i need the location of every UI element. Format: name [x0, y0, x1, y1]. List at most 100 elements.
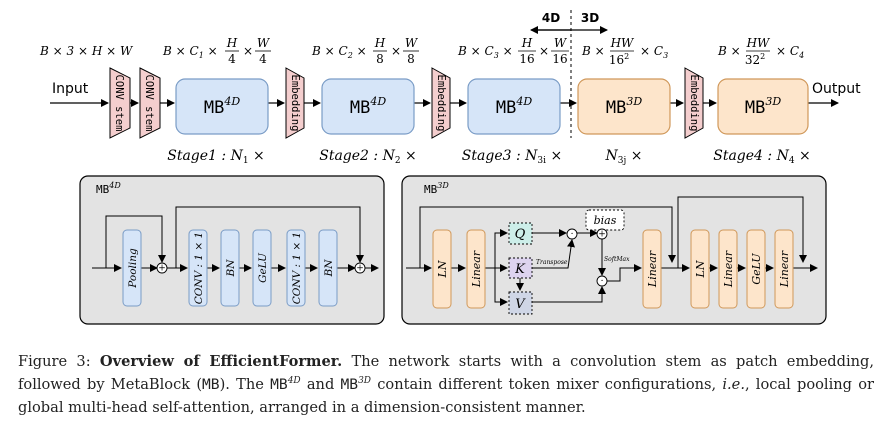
- mb-sup: 3D: [626, 95, 642, 108]
- k-label: K: [514, 262, 526, 277]
- input-label: Input: [52, 81, 89, 97]
- caption-ie: i.e.: [722, 376, 745, 393]
- caption-text-3: and: [300, 376, 341, 393]
- block-3d-label: LN: [436, 260, 449, 278]
- svg-text:B ×: B ×: [717, 44, 741, 58]
- mb-sup: 3D: [765, 95, 781, 108]
- block-3d-ln1: LN: [432, 229, 452, 309]
- svg-text:·: ·: [601, 277, 604, 287]
- shape-prefix: B × C: [162, 44, 199, 58]
- caption-mb: MB: [202, 376, 220, 393]
- block-3d-label: Linear: [646, 250, 659, 288]
- shape-hd: 4: [228, 52, 236, 66]
- output-label: Output: [812, 81, 861, 97]
- shape-w: W: [257, 36, 271, 50]
- shape-3d-c: 3: [663, 51, 668, 60]
- mb4d-block-stage2: MB4D: [321, 78, 415, 135]
- shape-c-sub: 1: [199, 51, 204, 60]
- shape-stage3-3d: B × HW 162 × C3: [581, 36, 668, 67]
- block-4d-label: BN: [225, 259, 237, 278]
- block-4d-label: CONV : 1 × 1: [193, 232, 205, 304]
- mb-label: MB: [496, 98, 516, 118]
- caption-text-2: ). The: [219, 376, 271, 393]
- caption-title: Overview of EfficientFormer.: [99, 353, 343, 370]
- shape-wd: 4: [259, 52, 267, 66]
- embedding-2: Embedding: [431, 67, 451, 139]
- block-4d-label: CONV : 1 × 1: [291, 232, 303, 304]
- transpose-label: Transpose: [536, 259, 568, 266]
- q-box: Q: [508, 222, 533, 245]
- block-3d-ln2: LN: [690, 229, 710, 309]
- svg-text:MB4D: MB4D: [496, 95, 532, 118]
- conv-stem-label-2: CONV stem: [143, 75, 155, 132]
- block-3d-label: Linear: [722, 250, 735, 288]
- conv-stem-2: CONV stem: [139, 67, 161, 139]
- stage-label-1: Stage1 : N1 ×: [167, 148, 265, 166]
- block-3d-linear2: Linear: [642, 229, 662, 309]
- svg-text:×: ×: [539, 44, 549, 58]
- block-3d-label: Linear: [470, 250, 483, 288]
- svg-text:× C3: × C3: [640, 44, 668, 60]
- softmax-label: SoftMax: [604, 256, 630, 263]
- svg-text:MB3D: MB3D: [424, 181, 449, 196]
- mb-sup: 4D: [223, 95, 240, 108]
- svg-text:×: ×: [243, 44, 253, 58]
- svg-text:× C4: × C4: [776, 44, 804, 60]
- shape-h: H: [374, 36, 386, 50]
- shape-prefix: B × C: [457, 44, 494, 58]
- stage-label-3: Stage3 : N3i ×: [462, 148, 562, 166]
- mb-sup: 4D: [515, 95, 532, 108]
- block-3d-label: Linear: [778, 250, 791, 288]
- caption-prefix: Figure 3:: [18, 353, 100, 370]
- block-4d-label: GeLU: [257, 252, 269, 283]
- svg-text:MB4D: MB4D: [204, 95, 240, 118]
- shape-w: W: [405, 36, 419, 50]
- block-4d-label: BN: [323, 259, 335, 278]
- shape-stage2: B × C2 × H 8 × W 8: [311, 36, 419, 66]
- embedding-label-2: Embedding: [435, 75, 447, 132]
- mb4d-block-stage1: MB4D: [175, 78, 269, 135]
- shape-c-sub: 3: [494, 51, 499, 60]
- svg-text:MB3D: MB3D: [606, 95, 642, 118]
- shape-3d-den-sup: 2: [624, 52, 629, 61]
- shape-hd: 16: [519, 52, 534, 66]
- svg-text:+: +: [158, 264, 166, 274]
- mb3d-block-stage3: MB3D: [577, 78, 671, 135]
- q-label: Q: [515, 227, 526, 242]
- block-3d-label: GeLU: [750, 253, 763, 285]
- label-4d: 4D: [542, 11, 560, 25]
- shape-wd: 16: [552, 52, 567, 66]
- block-4d-bn1: BN: [220, 229, 240, 307]
- svg-text:MB4D: MB4D: [350, 95, 386, 118]
- panel-mb3d: MB3D: [401, 175, 827, 325]
- shape-h: H: [521, 36, 533, 50]
- caption-text-4: contain different token mixer configurat…: [371, 376, 723, 393]
- shape-h: H: [226, 36, 238, 50]
- panel-4d-title-sup: 4D: [108, 181, 121, 190]
- block-3d-gelu: GeLU: [746, 229, 766, 309]
- svg-text:162: 162: [609, 52, 629, 67]
- block-3d-linear4: Linear: [774, 229, 794, 309]
- shape-w: W: [554, 36, 568, 50]
- svg-text:·: ·: [571, 230, 574, 240]
- block-3d-label: LN: [694, 260, 707, 278]
- v-box: V: [508, 291, 533, 315]
- mb-label: MB: [350, 98, 370, 118]
- panel-3d-title-sup: 3D: [437, 181, 449, 190]
- stage-label-4: Stage4 : N4 ×: [713, 148, 811, 166]
- conv-stem-label-1: CONV stem: [113, 75, 125, 132]
- svg-text:+: +: [356, 264, 364, 274]
- block-4d-conv1: CONV : 1 × 1: [188, 229, 208, 307]
- mb-sup: 4D: [369, 95, 386, 108]
- block-3d-linear3: Linear: [718, 229, 738, 309]
- mb-label: MB: [745, 98, 765, 118]
- panel-mb4d: MB4D + + Pooling CONV :: [79, 175, 385, 325]
- caption-mb3: MB: [340, 376, 359, 393]
- mb-label: MB: [606, 98, 626, 118]
- caption-text-5: , local pooling or global multi-head sel…: [18, 376, 874, 416]
- svg-text:B × C1 ×: B × C1 ×: [162, 44, 218, 60]
- block-4d-conv2: CONV : 1 × 1: [286, 229, 306, 307]
- mb3d-block-stage4: MB3D: [717, 78, 809, 135]
- svg-text:B ×: B ×: [581, 44, 605, 58]
- svg-text:MB4D: MB4D: [96, 181, 121, 196]
